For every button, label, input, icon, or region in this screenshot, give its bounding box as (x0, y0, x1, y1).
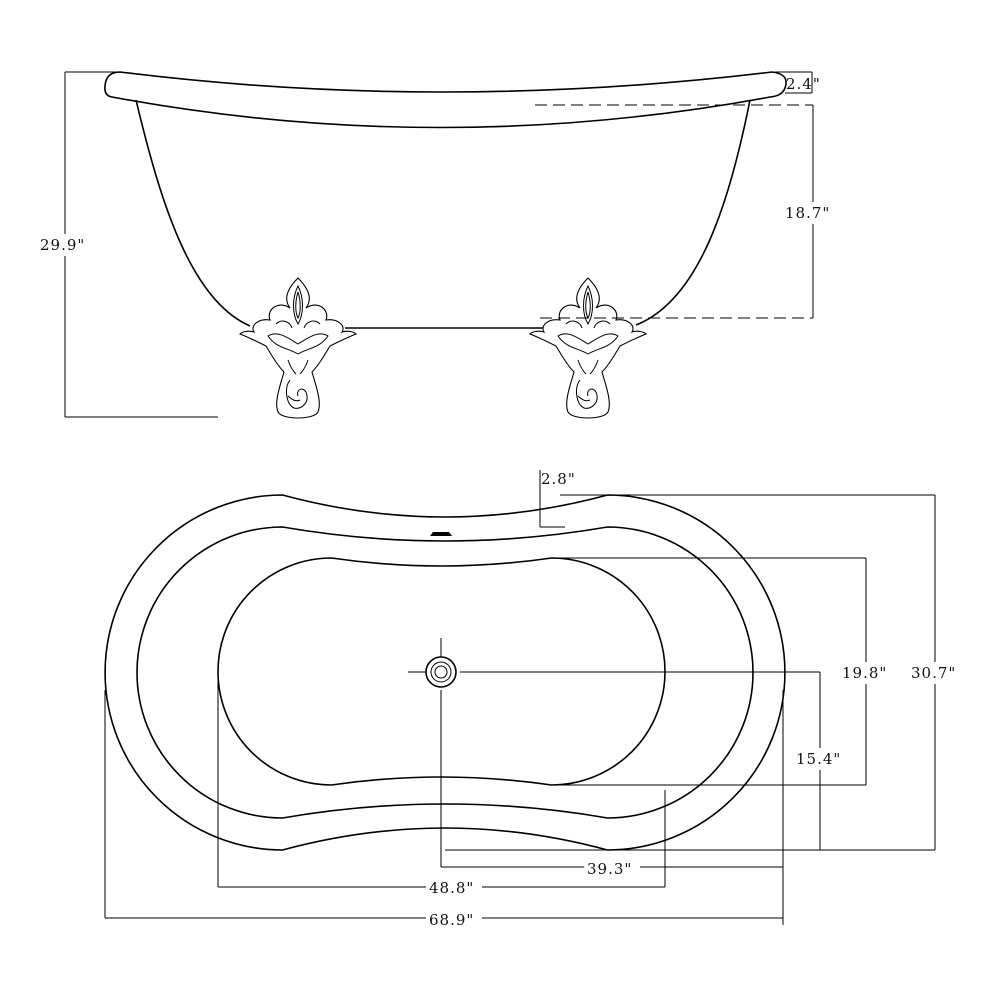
dimension-drain-to-end: 39.3" (440, 690, 784, 925)
dimension-rim-thickness: 2.4" (775, 71, 821, 94)
dimension-interior-length: 48.8" (217, 668, 666, 900)
label-drain-to-end: 39.3" (587, 860, 632, 878)
label-interior-width: 19.8" (842, 664, 887, 682)
dimension-rim-width: 2.8" (539, 470, 935, 528)
dimension-interior-depth: 18.7" (535, 104, 838, 319)
top-view: 2.8" 30.7" 19.8" 15.4" 39.3" (104, 470, 964, 932)
label-interior-length: 48.8" (429, 879, 474, 897)
tub-rim-inner-outline (136, 526, 754, 819)
side-view: 29.9" 2.4" 18.7" (36, 71, 838, 419)
dimension-overall-height: 29.9" (36, 71, 218, 418)
label-drain-to-side: 15.4" (796, 750, 841, 768)
label-overall-height: 29.9" (40, 236, 85, 254)
claw-foot-left (239, 277, 357, 419)
label-rim-width: 2.8" (541, 470, 576, 488)
tub-body-right (635, 99, 751, 326)
tub-rim (104, 71, 787, 129)
dimension-interior-width: 19.8" (560, 557, 895, 786)
dimension-drain-to-side: 15.4" (460, 671, 849, 850)
tub-basin-outline (217, 557, 666, 786)
label-overall-width: 30.7" (911, 664, 956, 682)
drain-icon (408, 638, 457, 688)
overflow-icon (430, 532, 452, 536)
claw-foot-right (529, 277, 647, 419)
tub-body-left (135, 99, 251, 327)
label-overall-length: 68.9" (429, 911, 474, 929)
dimension-overall-length: 68.9" (104, 690, 783, 932)
label-rim-thickness: 2.4" (786, 75, 821, 93)
label-interior-depth: 18.7" (785, 204, 830, 222)
dimension-overall-width: 30.7" (445, 495, 964, 851)
